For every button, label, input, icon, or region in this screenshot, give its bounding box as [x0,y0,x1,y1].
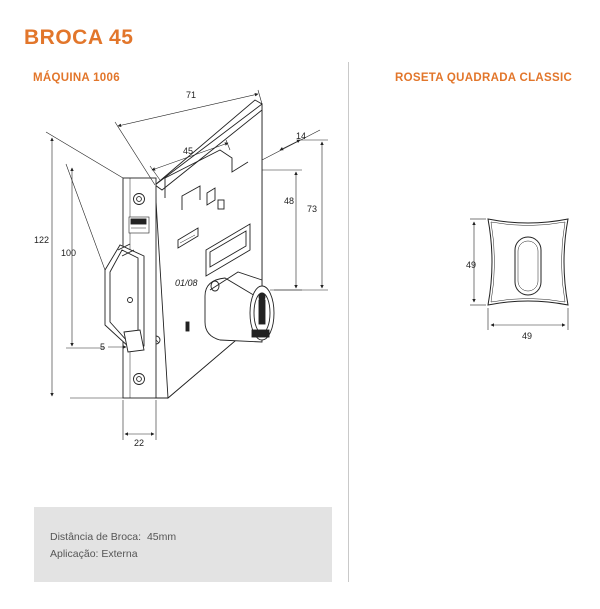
body-marking: 01/08 [175,278,198,288]
rosette-drawing [487,218,569,306]
dim-73: 73 [307,204,317,214]
specs-panel: Distância de Broca: 45mm Aplicação: Exte… [34,507,332,582]
page-title: BROCA 45 [24,26,134,49]
rosette-dim-width: 49 [522,331,532,341]
broca-spec: Distância de Broca: 45mm [50,531,176,543]
dim-14: 14 [296,131,306,141]
broca-label: Distância de Broca: [50,531,142,543]
dim-45: 45 [183,146,193,156]
dim-48: 48 [284,196,294,206]
rosette-dimensions: 49 49 [466,218,569,341]
section-divider [348,62,349,582]
broca-value: 45mm [146,531,177,543]
latch-drawing [104,243,145,353]
lock-dimensions: 71 45 14 48 73 122 100 5 [34,89,328,448]
dim-100: 100 [61,248,76,258]
cylinder-drawing [204,271,275,343]
aplicacao-spec: Aplicação: Externa [50,548,138,560]
aplicacao-value: Externa [101,548,138,560]
lock-model-title: MÁQUINA 1006 [33,72,120,84]
lock-body-drawing [151,99,263,399]
dim-122: 122 [34,235,49,245]
aplicacao-label: Aplicação: [50,548,99,560]
rosette-dim-height: 49 [466,260,476,270]
dim-22: 22 [134,438,144,448]
rosette-model-title: ROSETA QUADRADA CLASSIC [395,72,573,84]
dim-5: 5 [100,342,105,352]
dim-71: 71 [186,90,196,100]
